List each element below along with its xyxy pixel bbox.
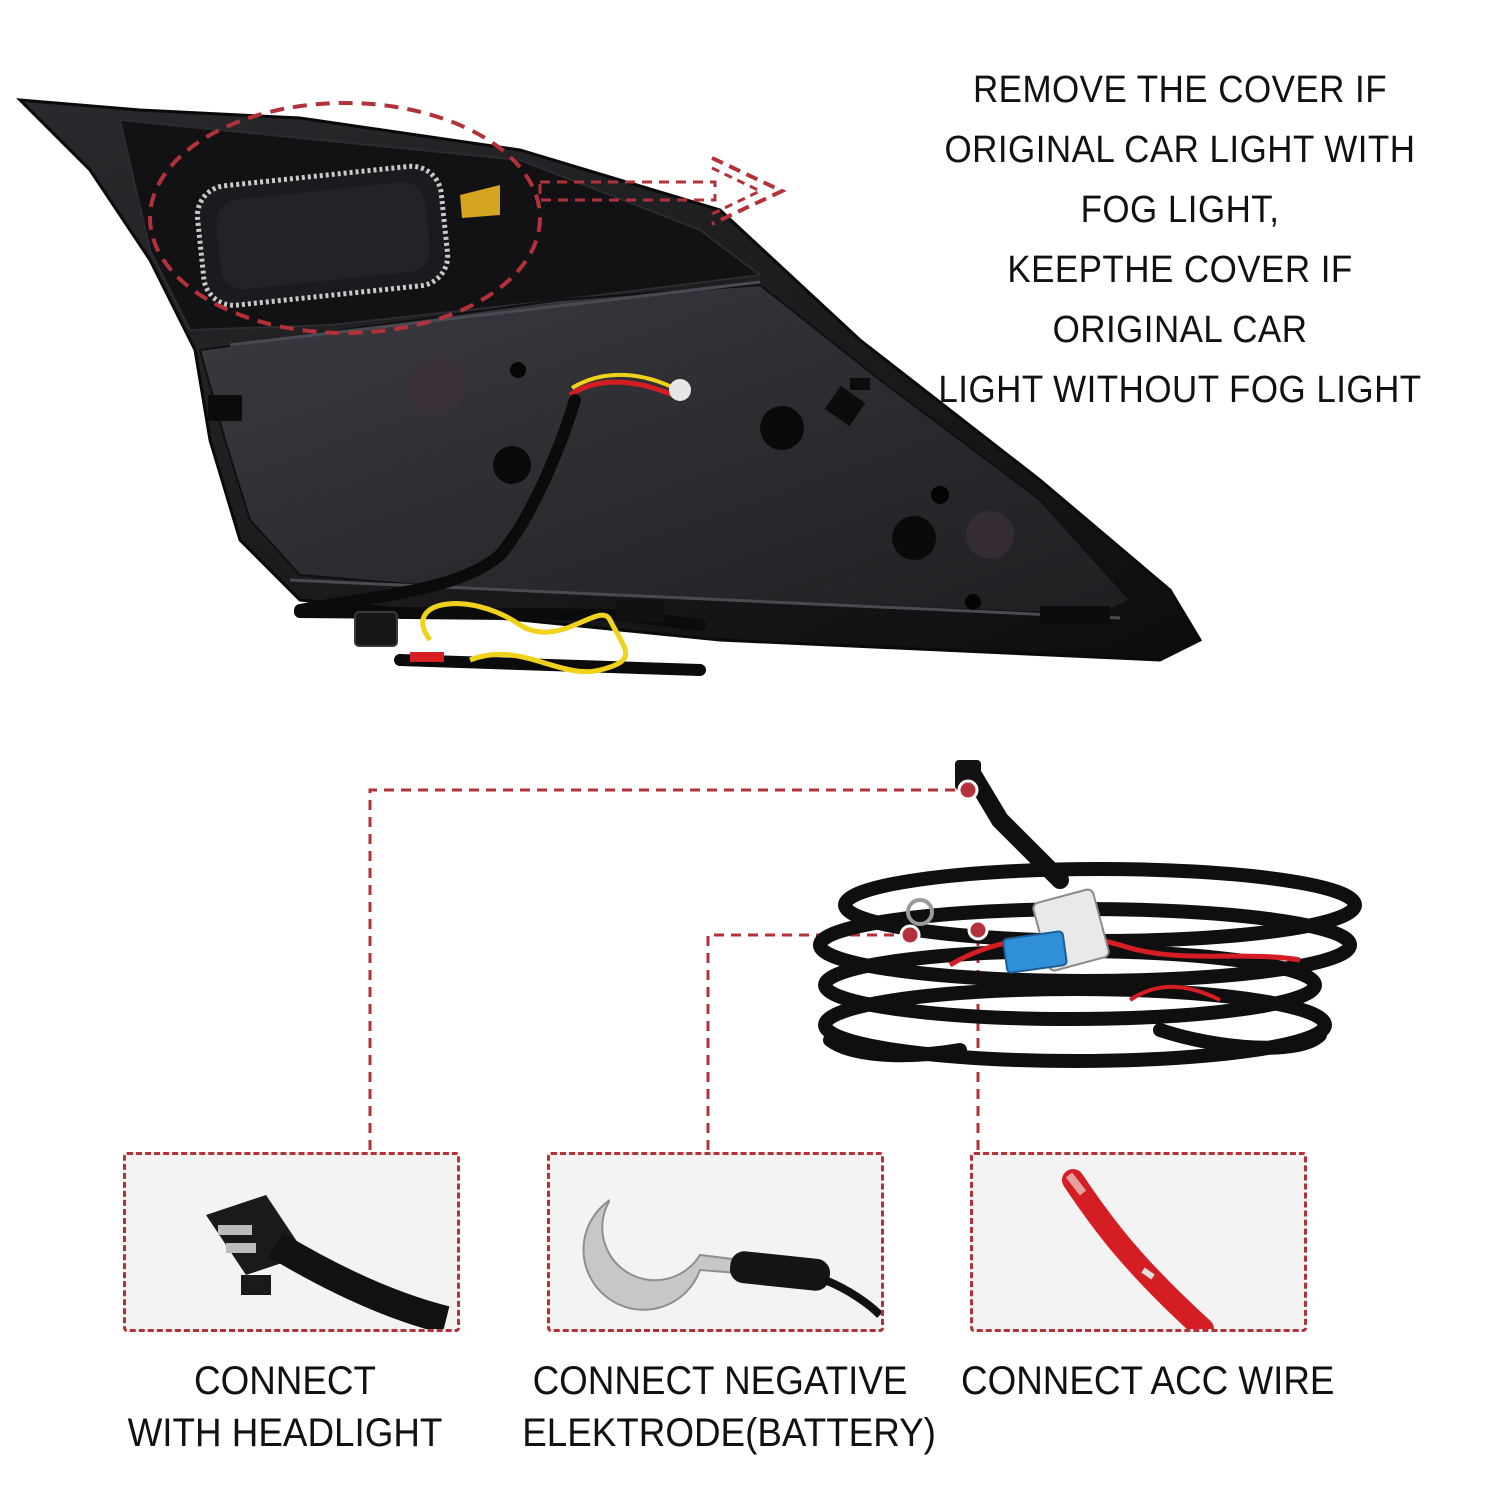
acc-wire-thumb [970, 1152, 1307, 1332]
harness-red-wire [948, 934, 1301, 968]
ring-terminal-icon [582, 1185, 881, 1318]
caption-line: WITH HEADLIGHT [127, 1411, 443, 1455]
mount-post [931, 486, 949, 504]
instruction-line: REMOVE THE COVER IF [972, 69, 1388, 111]
caption-line: CONNECT [194, 1359, 376, 1403]
cover-highlight-circle [148, 101, 542, 335]
wire-connector [354, 611, 398, 647]
headlight-connection-line [368, 788, 968, 1150]
caption-line: CONNECT ACC WIRE [961, 1359, 1335, 1403]
yellow-loop-wire [420, 601, 629, 674]
socket-wire-red [568, 379, 682, 401]
step-caption-headlight: CONNECT WITH HEADLIGHT [110, 1355, 460, 1459]
harness-ring-terminal [906, 898, 934, 926]
headlight-marker [957, 779, 979, 801]
blue-fuse [1002, 930, 1068, 974]
fog-light-cover [194, 163, 451, 308]
mount-post [965, 594, 981, 610]
instruction-line: ORIGINAL CAR [1052, 309, 1308, 351]
instruction-line: FOG LIGHT, [1080, 189, 1280, 231]
instruction-line: ORIGINAL CAR LIGHT WITH [944, 129, 1416, 171]
cover-arrow-head [711, 156, 787, 226]
acc-marker [967, 919, 989, 941]
step-caption-negative: CONNECT NEGATIVE ELEKTRODE(BATTERY) [522, 1355, 936, 1459]
cover-arrow-shaft [538, 180, 717, 202]
headlight-connector-thumb [123, 1152, 460, 1332]
cover-instructions: REMOVE THE COVER IF ORIGINAL CAR LIGHT W… [922, 60, 1437, 420]
acc-wire-icon [1062, 1169, 1214, 1329]
mount-post [760, 406, 804, 450]
fog-light-housing-illustration [16, 98, 1203, 676]
mount-post [493, 446, 531, 484]
main-cable [294, 394, 581, 616]
caption-line: ELEKTRODE(BATTERY) [522, 1411, 936, 1455]
mount-post [510, 362, 526, 378]
caption-line: CONNECT NEGATIVE [532, 1359, 908, 1403]
step-caption-acc: CONNECT ACC WIRE [961, 1355, 1335, 1407]
negative-marker [899, 924, 921, 946]
instruction-line: KEEPTHE COVER IF [1007, 249, 1353, 291]
instruction-line: LIGHT WITHOUT FOG LIGHT [938, 369, 1422, 411]
headlight-plug-icon [206, 1195, 450, 1329]
ring-terminal-thumb [547, 1152, 884, 1332]
mount-post [892, 516, 936, 560]
